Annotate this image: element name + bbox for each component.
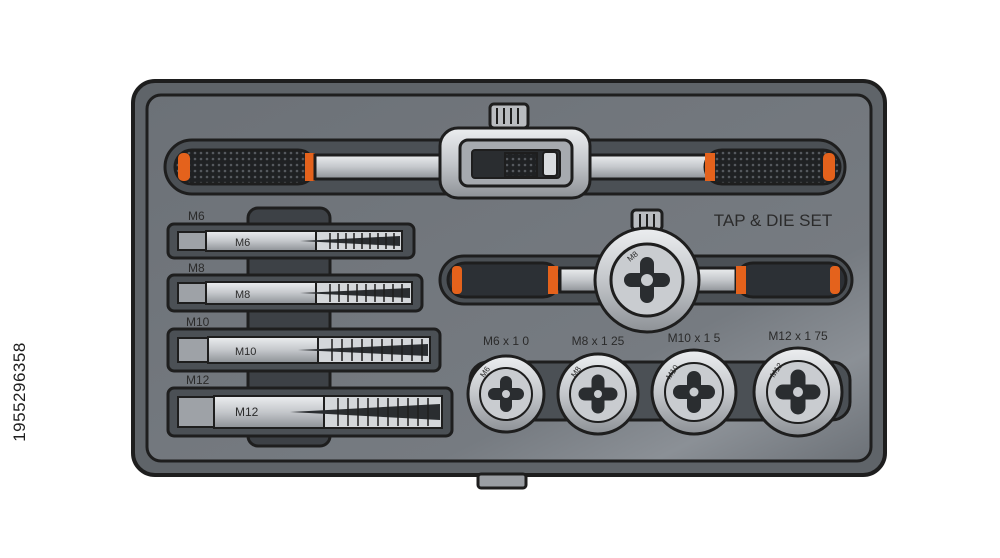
tap-slot-label-m6: M6 (188, 209, 205, 223)
die-m6[interactable]: M6 (466, 354, 546, 434)
tap-rack: M6 M6 M8 (166, 206, 454, 448)
die-stock-handle-left (446, 261, 562, 299)
die-label-m8: M8 x 1 25 (572, 334, 625, 348)
die-label-m10: M10 x 1 5 (668, 331, 721, 345)
case-latch[interactable] (476, 472, 528, 490)
die-label-m6: M6 x 1 0 (483, 334, 529, 348)
tap-wrench (163, 102, 847, 200)
die-m12[interactable]: M12 (752, 346, 844, 438)
tap-tag-m6: M6 (235, 237, 250, 249)
die-m10[interactable]: M10 (650, 348, 738, 436)
die-m8[interactable]: M8 (556, 352, 640, 436)
tap-tag-m12: M12 (235, 405, 259, 419)
tap-m12[interactable]: M12 (177, 395, 443, 429)
die-stock: M8 (438, 208, 854, 334)
die-rack: M6 x 1 0 M6 M8 x 1 25 M8 M10 x 1 5 (466, 329, 852, 438)
tap-wrench-handle-left (173, 148, 317, 186)
tap-slot-label-m10: M10 (186, 315, 210, 329)
tap-m8[interactable]: M8 (177, 281, 413, 305)
tap-m10[interactable]: M10 (177, 336, 431, 364)
case-title: TAP & DIE SET (714, 211, 832, 230)
tap-slot-label-m8: M8 (188, 261, 205, 275)
die-stock-handle-right (734, 261, 848, 299)
tap-tag-m10: M10 (235, 346, 256, 358)
stock-id-vertical: 1955296358 (6, 312, 34, 472)
stock-id-text: 1955296358 (10, 342, 29, 442)
tap-tag-m8: M8 (235, 289, 250, 301)
tap-wrench-handle-right (703, 148, 842, 186)
tap-m6[interactable]: M6 (177, 230, 403, 252)
die-label-m12: M12 x 1 75 (768, 329, 828, 343)
tap-slot-label-m12: M12 (186, 373, 210, 387)
